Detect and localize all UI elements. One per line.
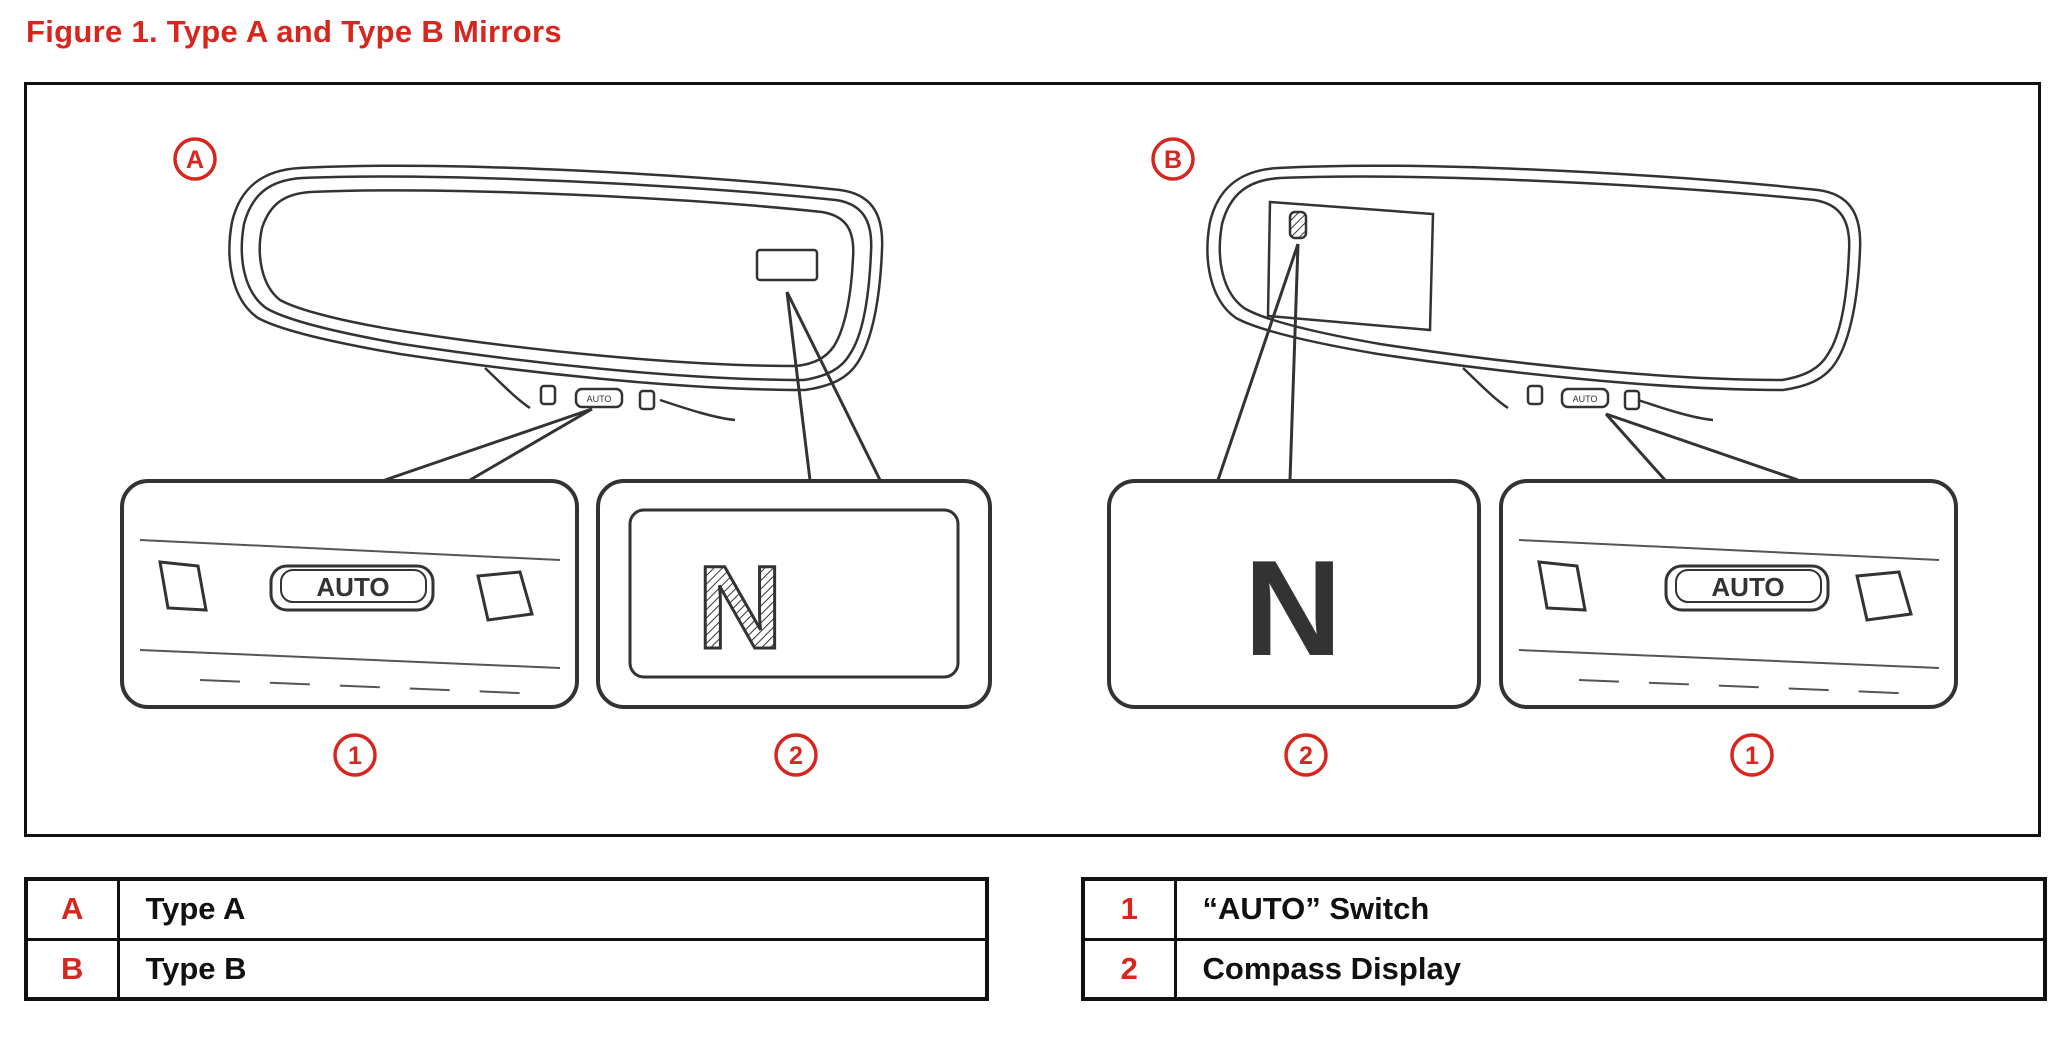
legend-row: A Type A <box>24 877 989 941</box>
panel-b-compass-letter: N <box>1244 532 1342 684</box>
callout-type-a: A <box>173 137 217 181</box>
mirror-a <box>228 164 884 482</box>
callout-b-compass-text: 2 <box>1299 742 1313 770</box>
panel-a-auto-label: AUTO <box>316 572 389 602</box>
legend-label: Compass Display <box>1173 937 2047 1001</box>
legend-key: 1 <box>1081 877 1177 941</box>
panel-b-auto-label: AUTO <box>1711 572 1784 602</box>
legend-row: 1 “AUTO” Switch <box>1081 877 2047 941</box>
panel-b-compass <box>1107 479 1481 709</box>
callout-type-b: B <box>1151 137 1195 181</box>
legend-key: A <box>24 877 120 941</box>
legend-mirror-types: A Type A B Type B <box>24 877 989 1001</box>
callout-a-compass: 2 <box>774 733 818 777</box>
figure-title: Figure 1. Type A and Type B Mirrors <box>26 14 562 49</box>
callout-a-switch: 1 <box>333 733 377 777</box>
callout-type-a-text: A <box>186 146 204 174</box>
callout-b-switch-text: 1 <box>1745 742 1759 770</box>
figure-frame <box>24 82 2041 837</box>
panel-b-switch <box>1499 479 1958 709</box>
legend-row: B Type B <box>24 937 989 1001</box>
panel-a-compass <box>596 479 992 709</box>
panel-a-compass-letter: N <box>697 542 782 674</box>
callout-b-compass: 2 <box>1284 733 1328 777</box>
legend-row: 2 Compass Display <box>1081 937 2047 1001</box>
callout-b-switch: 1 <box>1730 733 1774 777</box>
legend-key: 2 <box>1081 937 1177 1001</box>
legend-label: “AUTO” Switch <box>1173 877 2047 941</box>
callout-a-switch-text: 1 <box>348 742 362 770</box>
callout-a-compass-text: 2 <box>789 742 803 770</box>
callout-type-b-text: B <box>1164 146 1182 174</box>
mirror-b <box>1206 164 1862 482</box>
legend-key: B <box>24 937 120 1001</box>
mirror-b-auto-text: AUTO <box>1573 394 1598 404</box>
legend-label: Type B <box>116 937 989 1001</box>
mirror-a-auto-text: AUTO <box>587 394 612 404</box>
legend-label: Type A <box>116 877 989 941</box>
legend-parts: 1 “AUTO” Switch 2 Compass Display <box>1081 877 2047 1001</box>
panel-a-switch <box>120 479 579 709</box>
